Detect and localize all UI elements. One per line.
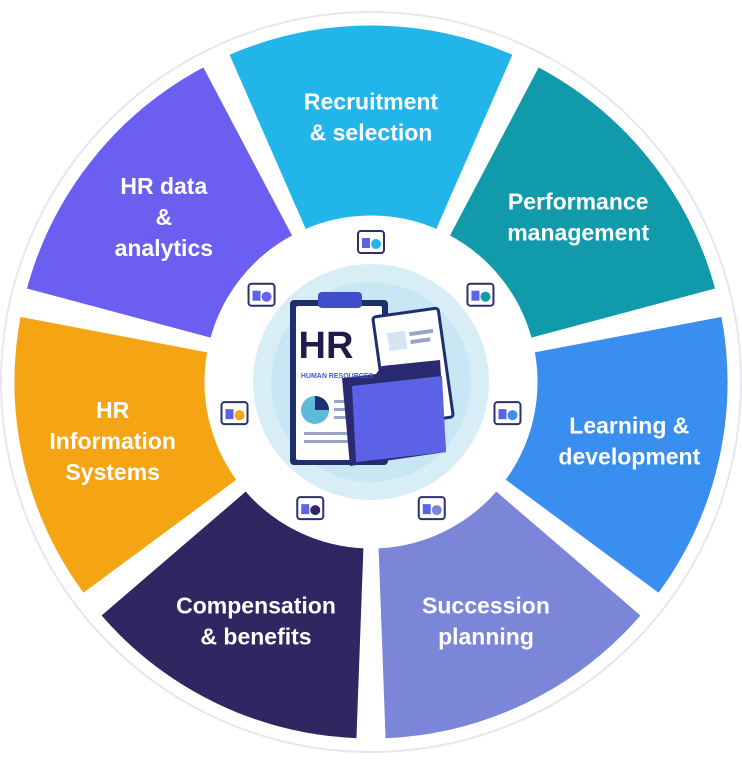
segment-label-analytics: HR data & analytics [115, 173, 213, 261]
segment-label-learning: Learning & development [558, 412, 700, 469]
segment-label-line: HR data [120, 173, 207, 199]
segment-label-line: Recruitment [304, 89, 439, 115]
segment-label-line: & [156, 204, 173, 230]
segment-learning [501, 313, 731, 597]
gear-arrows-icon [485, 391, 530, 436]
segment-hris [11, 313, 241, 597]
wheel-segments [11, 22, 731, 742]
segment-label-succession: Succession planning [422, 592, 550, 649]
segment-label-compensation: Compensation & benefits [176, 592, 336, 649]
segment-recruitment [225, 22, 517, 233]
segment-compensation [97, 487, 367, 742]
hand-gear-moneybag-icon [288, 486, 333, 531]
segment-label-line: Information [49, 428, 176, 454]
segment-label-line: Performance [508, 188, 649, 214]
segment-label-line: & selection [310, 120, 433, 146]
segment-label-line: Learning & [569, 412, 689, 438]
center-hr-title: HR [299, 325, 354, 367]
analytics-magnifier-icon [239, 272, 284, 317]
center-hr-subtitle: HUMAN RESOURCES [301, 373, 374, 380]
segment-performance [445, 63, 719, 342]
segment-label-line: Compensation [176, 592, 336, 618]
segment-label-recruitment: Recruitment & selection [304, 89, 439, 146]
segment-label-line: management [507, 219, 649, 245]
segment-label-performance: Performance management [507, 188, 649, 245]
segment-label-line: planning [438, 623, 534, 649]
megaphone-award-icon [349, 220, 393, 264]
briefcase-chart-icon [458, 272, 503, 317]
segment-analytics [23, 63, 297, 342]
people-podium-icon [409, 486, 454, 531]
segment-label-line: Succession [422, 592, 550, 618]
segment-label-line: analytics [115, 235, 213, 261]
segment-label-line: HR [96, 397, 130, 423]
segment-label-line: Systems [65, 459, 160, 485]
segment-label-line: & benefits [200, 623, 311, 649]
wheel-icons [212, 220, 530, 531]
center-hub: HR HUMAN RESOURCES [253, 264, 489, 500]
hand-circuit-icon [212, 391, 257, 436]
segment-succession [375, 487, 645, 742]
clipboard-folder-icon [290, 292, 455, 466]
segment-label-line: development [558, 443, 700, 469]
